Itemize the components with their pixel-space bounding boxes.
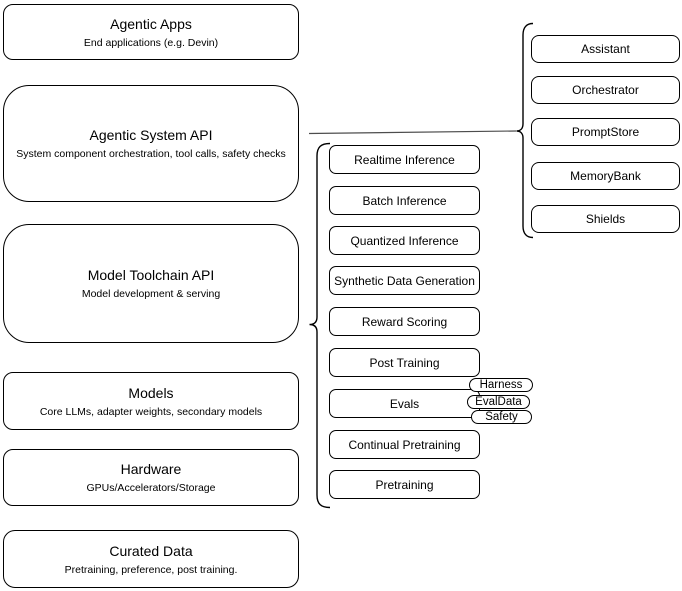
node-quantized-inference[interactable]: Quantized Inference — [329, 226, 480, 255]
node-realtime-inference[interactable]: Realtime Inference — [329, 145, 480, 174]
tag-harness[interactable]: Harness — [469, 378, 533, 392]
node-orchestrator[interactable]: Orchestrator — [531, 76, 680, 104]
node-promptstore[interactable]: PromptStore — [531, 118, 680, 146]
connector-line-system-api — [308, 130, 517, 135]
node-batch-inference[interactable]: Batch Inference — [329, 186, 480, 215]
node-pretraining[interactable]: Pretraining — [329, 470, 480, 499]
tag-evaldata[interactable]: EvalData — [467, 395, 530, 409]
node-subtitle: System component orchestration, tool cal… — [16, 148, 286, 160]
node-title: Model Toolchain API — [87, 267, 215, 283]
node-synthetic-data-generation[interactable]: Synthetic Data Generation — [329, 266, 480, 295]
node-agentic-system-api[interactable]: Agentic System API System component orch… — [3, 85, 299, 202]
node-reward-scoring[interactable]: Reward Scoring — [329, 307, 480, 336]
node-label: Synthetic Data Generation — [334, 273, 475, 288]
node-label: Pretraining — [375, 477, 434, 492]
node-label: Quantized Inference — [350, 233, 459, 248]
node-subtitle: End applications (e.g. Devin) — [83, 36, 219, 49]
tag-label: EvalData — [475, 395, 522, 408]
node-subtitle: Model development & serving — [81, 288, 221, 300]
node-models[interactable]: Models Core LLMs, adapter weights, secon… — [3, 372, 299, 430]
node-shields[interactable]: Shields — [531, 205, 680, 233]
toolchain-group-brace — [309, 142, 331, 509]
node-title: Agentic System API — [89, 127, 213, 143]
node-label: MemoryBank — [570, 169, 641, 183]
node-hardware[interactable]: Hardware GPUs/Accelerators/Storage — [3, 449, 299, 506]
node-memorybank[interactable]: MemoryBank — [531, 162, 680, 190]
node-agentic-apps[interactable]: Agentic Apps End applications (e.g. Devi… — [3, 4, 299, 60]
node-post-training[interactable]: Post Training — [329, 348, 480, 377]
node-subtitle: Core LLMs, adapter weights, secondary mo… — [39, 405, 263, 418]
node-label: Batch Inference — [362, 193, 447, 208]
node-title: Curated Data — [109, 542, 193, 559]
node-label: Shields — [585, 212, 626, 226]
node-curated-data[interactable]: Curated Data Pretraining, preference, po… — [3, 530, 299, 588]
node-label: PromptStore — [571, 125, 640, 139]
node-assistant[interactable]: Assistant — [531, 35, 680, 63]
tag-safety[interactable]: Safety — [471, 410, 532, 424]
node-subtitle: Pretraining, preference, post training. — [64, 563, 238, 576]
node-evals[interactable]: Evals — [329, 389, 480, 418]
node-subtitle: GPUs/Accelerators/Storage — [86, 482, 216, 494]
node-model-toolchain-api[interactable]: Model Toolchain API Model development & … — [3, 224, 299, 343]
node-label: Realtime Inference — [354, 152, 455, 167]
node-title: Hardware — [120, 461, 182, 477]
node-title: Models — [128, 384, 174, 401]
node-label: Orchestrator — [572, 83, 639, 97]
tag-label: Safety — [485, 410, 518, 423]
node-label: Reward Scoring — [361, 314, 448, 329]
node-label: Continual Pretraining — [348, 437, 461, 452]
tag-label: Harness — [479, 378, 523, 391]
node-label: Evals — [389, 396, 420, 411]
node-continual-pretraining[interactable]: Continual Pretraining — [329, 430, 480, 459]
node-title: Agentic Apps — [110, 15, 192, 32]
node-label: Assistant — [581, 42, 630, 56]
node-label: Post Training — [369, 355, 440, 370]
